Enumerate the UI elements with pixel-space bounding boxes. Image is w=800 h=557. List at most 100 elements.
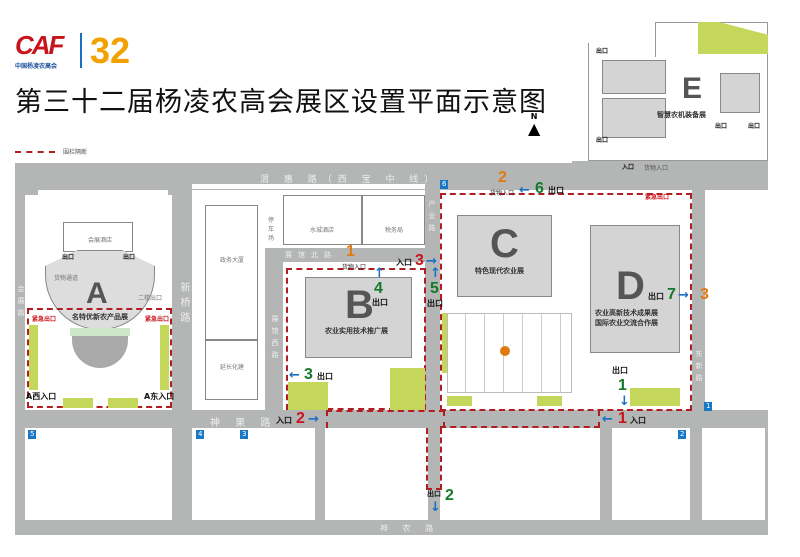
zone-a-name: 名特优新农产品展 xyxy=(72,313,128,321)
road-shenguo: 神 果 路 xyxy=(210,418,277,429)
compass: N▲ xyxy=(528,112,540,137)
road-xinqiao: 新桥路 xyxy=(178,282,189,327)
goods-channel-label: 货物通道 xyxy=(54,275,79,282)
bus-stop-1: 1 xyxy=(704,402,713,411)
exit-5-label: 出口 xyxy=(427,299,443,308)
yanchang-building xyxy=(205,340,258,400)
water-hotel xyxy=(283,195,362,245)
exit-label: 出口 xyxy=(715,123,728,130)
road-zhanguan-north-label: 展馆北路 xyxy=(285,251,337,259)
exit-3-number: 3 xyxy=(304,366,313,383)
arrow-up-icon: ↑ xyxy=(430,266,441,281)
zone-b-letter: B xyxy=(345,283,374,327)
logo-subtitle: 中国杨凌农高会 xyxy=(15,63,58,70)
arrow-right-icon: → xyxy=(678,288,689,303)
logo-brand: CAF xyxy=(15,30,64,60)
compass-label: N xyxy=(530,112,538,121)
south-corridor-fence xyxy=(426,428,442,490)
block xyxy=(25,428,172,520)
zone-d-name-1: 农业高新技术成果展 xyxy=(595,309,658,317)
goods-entrance-1-number: 1 xyxy=(346,243,355,260)
lawn-a xyxy=(70,328,130,336)
exit-label: 出口 xyxy=(748,123,761,130)
arrow-down-icon: ↓ xyxy=(430,500,441,515)
road-dongxin: 东新路 xyxy=(695,350,703,386)
zone-e: E 智慧农机装备展 出口 出口 出口 出口 入口 货物入口 xyxy=(572,10,768,173)
green-area xyxy=(442,313,447,373)
hall-e2 xyxy=(602,98,666,138)
zone-d-name-2: 国际农业交流合作展 xyxy=(595,319,658,327)
block xyxy=(192,428,315,520)
tax-bureau-label: 税务局 xyxy=(385,227,404,234)
exit-6-number: 6 xyxy=(535,180,544,197)
green-area xyxy=(537,396,562,406)
hotel-a-label: 会展酒店 xyxy=(88,237,113,244)
zone-c-letter: C xyxy=(490,222,519,266)
road-huizhan: 会展路 xyxy=(17,285,25,321)
block xyxy=(325,428,428,520)
arrow-left-icon: ← xyxy=(289,368,300,383)
page-title: 第三十二届杨凌农高会展区设置平面示意图 xyxy=(15,87,547,118)
south-corridor-fence xyxy=(326,410,445,428)
green-area xyxy=(29,325,38,390)
bus-stop-3: 3 xyxy=(240,430,249,439)
hall-c xyxy=(457,215,552,297)
exit-label: 出口 xyxy=(62,254,75,261)
road-chanye: 产业路 xyxy=(428,200,436,236)
zone-a-letter: A xyxy=(86,277,108,310)
zone-cd-fence xyxy=(440,193,692,411)
emergency-exit-label: 紧急出口 xyxy=(145,316,170,323)
entrance-2-label: 入口 xyxy=(276,416,292,425)
tax-bureau xyxy=(362,195,425,245)
exit-7-number: 7 xyxy=(667,286,676,303)
road-zhanguan-north xyxy=(265,248,425,262)
zone-d-name: 农业高新技术成果展国际农业交流合作展 xyxy=(595,308,658,328)
arrow-left-icon: ← xyxy=(602,412,613,427)
arrow-right-icon: → xyxy=(426,254,437,269)
green-area xyxy=(108,398,138,408)
green-area xyxy=(447,396,472,406)
exit-2-label: 出口 xyxy=(427,490,441,498)
south-corridor-fence xyxy=(440,410,600,428)
hall-d xyxy=(590,225,680,353)
road-shennong: 神 农 路 xyxy=(380,524,440,533)
arrow-left-icon: ← xyxy=(519,183,530,198)
emergency-exit-label: 紧急出口 xyxy=(32,316,57,323)
exit-1-label: 出口 xyxy=(612,366,628,375)
zone-d-letter: D xyxy=(616,264,645,308)
emergency-exit-label: 紧急出口 xyxy=(645,194,670,201)
road-strip xyxy=(38,190,168,195)
bus-stop-5: 5 xyxy=(28,430,37,439)
exit-2-number: 2 xyxy=(445,487,454,504)
zone-c-name: 特色现代农业展 xyxy=(475,267,524,275)
goods-entrance-2-number: 2 xyxy=(498,169,507,186)
parking-label: 停车场 xyxy=(268,217,275,242)
bus-stop-4: 4 xyxy=(196,430,205,439)
goods-entrance-2-label: 货物入口 xyxy=(490,190,515,197)
hall-e3 xyxy=(720,73,760,113)
block xyxy=(702,428,765,520)
block xyxy=(440,428,600,520)
green-area xyxy=(288,382,328,410)
goods-entrance-1-label: 货物入口 xyxy=(342,264,367,271)
entrance-2-number: 2 xyxy=(296,410,305,427)
road-weihui: 渭 惠 路（西 宝 中 线） xyxy=(260,175,440,185)
exit-label: 出口 xyxy=(596,48,609,55)
legend: 围栏隔断 xyxy=(15,147,87,156)
zone-e-name: 智慧农机装备展 xyxy=(657,111,706,119)
logo: CAF 中国杨凌农高会 xyxy=(15,30,64,70)
exit-6-label: 出口 xyxy=(548,186,564,195)
entrance-1-label: 入口 xyxy=(630,416,646,425)
arrow-up-icon: ↑ xyxy=(374,266,385,281)
entrance-label: 入口 xyxy=(622,164,635,171)
exit-4-number: 4 xyxy=(374,280,383,297)
exit-4-label: 出口 xyxy=(372,298,388,307)
exit-1-number: 1 xyxy=(618,377,627,394)
a-east-entrance: A东入口 xyxy=(144,392,175,401)
logo-divider xyxy=(80,33,82,68)
entrance-1-number: 1 xyxy=(618,410,627,427)
logo-edition: 32 xyxy=(90,30,131,71)
exit-3-label: 出口 xyxy=(317,372,333,381)
service-icon xyxy=(500,346,510,356)
goods-entrance-label: 货物入口 xyxy=(644,165,669,172)
